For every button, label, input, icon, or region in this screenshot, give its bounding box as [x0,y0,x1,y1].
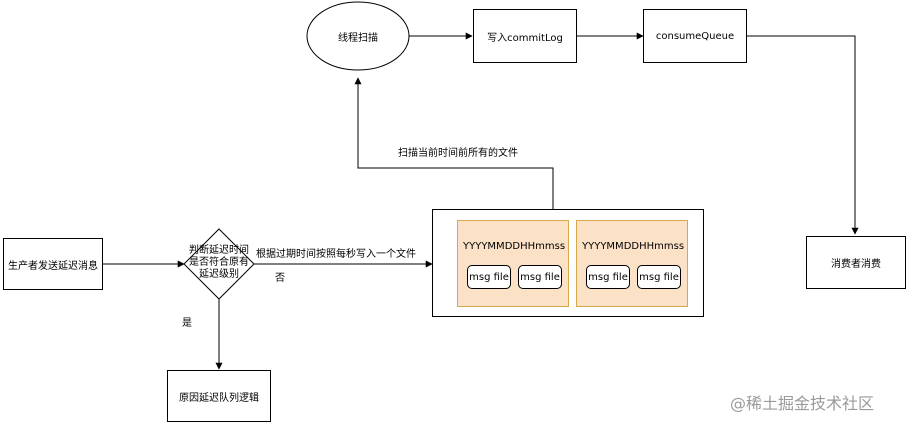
time-file-group-title: YYYYMMDDHHmmss [582,241,685,252]
msg-file-label: msg file [588,271,628,283]
producer-node: 生产者发送延迟消息 [3,238,103,290]
decision-diamond [183,228,255,300]
consumer-label: 消费者消费 [831,259,881,270]
time-file-group-2: YYYYMMDDHHmmss msg file msg file [576,220,688,307]
consume-queue-label: consumeQueue [655,30,735,42]
msg-file: msg file [518,265,562,289]
decision-label: 判断延迟时间是否符合原有延迟级别 [189,245,249,280]
edge-label-write-per-second: 根据过期时间按照每秒写入一个文件 [256,249,416,261]
msg-file: msg file [637,265,681,289]
consumer-node: 消费者消费 [806,236,906,289]
edge-label-no: 否 [275,273,285,284]
watermark: @稀土掘金技术社区 [730,394,875,413]
msg-file: msg file [467,265,511,289]
edge-label-scan-all-files: 扫描当前时间前所有的文件 [398,148,518,159]
storage-container: YYYYMMDDHHmmss msg file msg file YYYYMMD… [432,209,704,317]
msg-file-label: msg file [520,271,560,283]
msg-file-label: msg file [469,271,509,283]
msg-file: msg file [586,265,630,289]
original-logic-label: 原因延迟队列逻辑 [179,392,259,404]
thread-scan-label: 线程扫描 [338,33,378,44]
edge-storage-scan [354,77,554,209]
write-commitlog-node: 写入commitLog [473,9,577,63]
consume-queue-node: consumeQueue [643,9,747,63]
msg-file-label: msg file [639,271,679,283]
thread-scan-ellipse [306,1,410,71]
original-logic-node: 原因延迟队列逻辑 [167,370,271,422]
time-file-group-title: YYYYMMDDHHmmss [463,241,566,252]
edge-consumequeue-consumer [747,35,859,235]
edge-label-yes: 是 [182,318,192,329]
time-file-group-1: YYYYMMDDHHmmss msg file msg file [457,220,569,307]
producer-label: 生产者发送延迟消息 [8,260,98,272]
write-commitlog-label: 写入commitLog [487,32,563,44]
